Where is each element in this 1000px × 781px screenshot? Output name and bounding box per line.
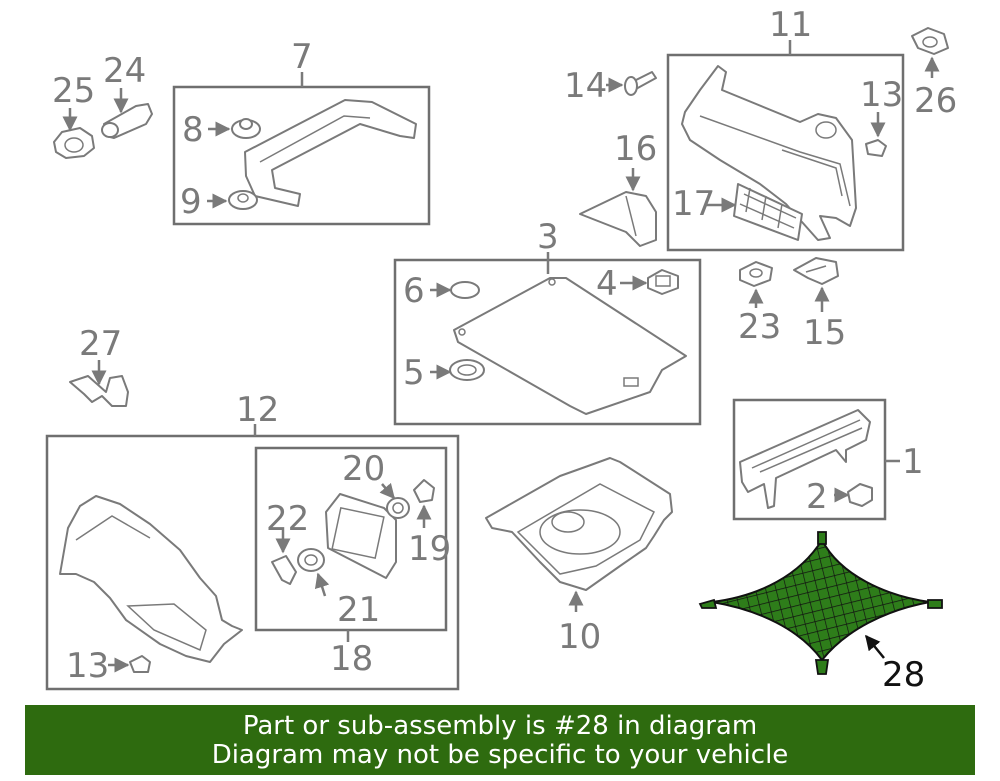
callout-16: 16 — [614, 129, 657, 169]
part-18-lamp-housing — [325, 493, 397, 579]
part-8-clip — [231, 118, 261, 139]
part-2-clip — [847, 483, 873, 507]
callout-2: 2 — [806, 477, 828, 517]
part-10-spare-tub — [485, 457, 673, 591]
part-20-bulb — [386, 497, 410, 519]
part-11-trim-panel — [681, 65, 857, 241]
callout-14: 14 — [564, 66, 607, 106]
callout-28: 28 — [882, 655, 925, 695]
part-26-cap — [911, 27, 949, 55]
part-19-socket — [413, 479, 435, 503]
callout-24: 24 — [103, 51, 146, 91]
callout-10: 10 — [558, 617, 601, 657]
part-13-clip-bottom — [129, 655, 151, 673]
part-9-clip — [228, 190, 258, 210]
callout-3: 3 — [537, 217, 559, 257]
banner-line-disclaimer: Diagram may not be specific to your vehi… — [211, 740, 789, 770]
part-15-bracket — [793, 257, 839, 285]
part-21-washer — [297, 548, 325, 572]
callout-12: 12 — [236, 390, 279, 430]
part-28-cargo-net — [698, 531, 943, 675]
callout-22: 22 — [266, 499, 309, 539]
part-4-clip — [647, 269, 679, 295]
callout-6: 6 — [403, 271, 425, 311]
callout-19: 19 — [408, 529, 451, 569]
callout-13b: 13 — [66, 646, 109, 686]
callout-7: 7 — [291, 37, 313, 77]
part-1-sill-plate — [739, 409, 871, 509]
part-25-nut — [53, 127, 95, 159]
part-16-bracket — [579, 191, 657, 247]
leader-20 — [379, 482, 395, 500]
part-23-clip — [739, 261, 773, 287]
callout-20: 20 — [342, 449, 385, 489]
leader-21 — [314, 572, 330, 597]
part-5-grommet — [449, 359, 485, 381]
part-14-screw — [624, 71, 657, 96]
box-11 — [666, 53, 905, 252]
info-banner: Part or sub-assembly is #28 in diagram D… — [25, 705, 975, 775]
callout-4: 4 — [596, 264, 618, 304]
part-24-grommet — [101, 103, 153, 139]
callout-11: 11 — [769, 5, 812, 45]
part-27-bracket — [69, 375, 129, 407]
part-6-clip — [450, 281, 480, 299]
callout-21: 21 — [337, 590, 380, 630]
box-1 — [732, 398, 887, 521]
callout-23: 23 — [738, 307, 781, 347]
callout-18: 18 — [330, 639, 373, 679]
callout-17: 17 — [672, 184, 715, 224]
callout-9: 9 — [180, 182, 202, 222]
part-7-bracket — [244, 99, 417, 207]
part-12-trim-panel — [59, 495, 243, 663]
box-12 — [45, 434, 460, 691]
part-3-floor-mat — [453, 277, 687, 415]
callout-1: 1 — [902, 442, 924, 482]
callout-26: 26 — [914, 81, 957, 121]
callout-27: 27 — [79, 324, 122, 364]
part-22-screw — [271, 555, 297, 585]
callout-13a: 13 — [860, 75, 903, 115]
leader-28 — [865, 634, 885, 659]
box-18 — [254, 446, 448, 632]
callout-15: 15 — [803, 313, 846, 353]
banner-line-part: Part or sub-assembly is #28 in diagram — [242, 711, 758, 741]
callout-8: 8 — [182, 110, 204, 150]
callout-5: 5 — [403, 353, 425, 393]
callout-25: 25 — [52, 71, 95, 111]
part-13-clip-top — [865, 139, 887, 157]
